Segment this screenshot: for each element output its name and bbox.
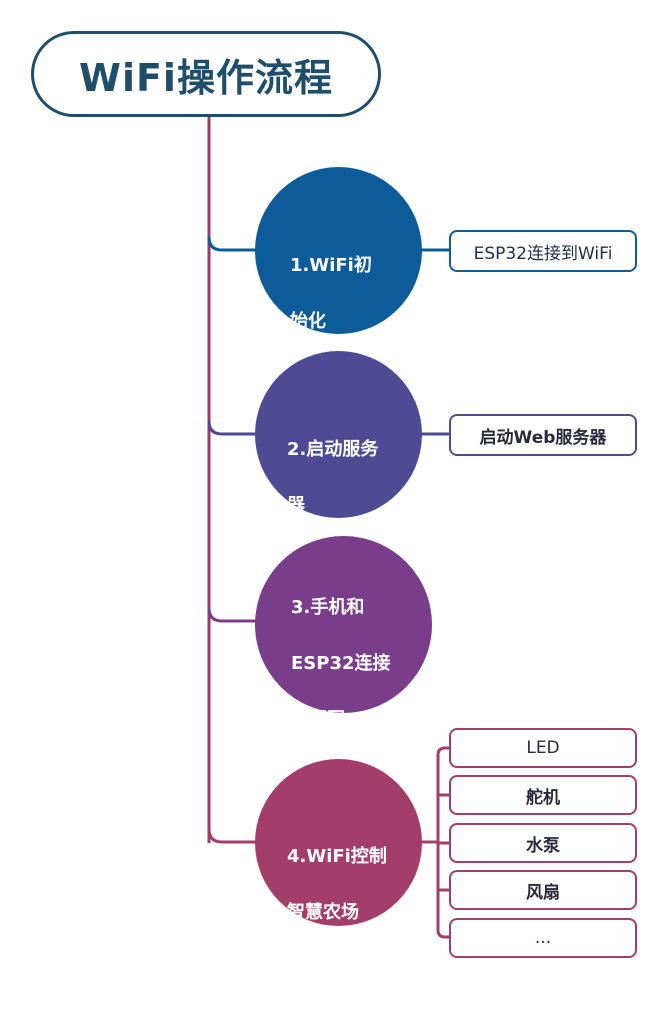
step4-node xyxy=(255,759,422,926)
branch-step4 xyxy=(207,828,258,844)
step2-label-line1: 2.启动服务 xyxy=(287,439,379,460)
step3-label-line3: 到相同 xyxy=(291,709,345,730)
branch-step2 xyxy=(207,420,258,436)
step3-label-line1: 3.手机和 xyxy=(291,597,365,618)
step3-label-line2: ESP32连接 xyxy=(291,653,391,674)
diagram-title: WiFi操作流程 xyxy=(79,55,333,100)
title-node: WiFi操作流程 xyxy=(31,31,381,117)
step4-child-pump: 水泵 xyxy=(449,823,637,863)
branch-step1 xyxy=(207,236,258,252)
branch-step3 xyxy=(207,607,258,623)
step2-child-start-web-server: 启动Web服务器 xyxy=(449,414,637,456)
step4-child-fan: 风扇 xyxy=(449,870,637,910)
step4-child-led: LED xyxy=(449,728,637,768)
step4-label: 4.WiFi控制 智慧农场 xyxy=(287,815,387,955)
step4-child-more: ... xyxy=(449,918,637,958)
step1-label-line1: 1.WiFi初 xyxy=(290,255,372,276)
step4-label-line1: 4.WiFi控制 xyxy=(287,846,387,867)
step1-label-line2: 始化 xyxy=(290,311,326,332)
step2-label: 2.启动服务 器 xyxy=(287,408,378,548)
step2-node xyxy=(255,351,422,518)
step1-label: 1.WiFi初 始化 xyxy=(290,224,372,364)
step1-child-esp32-connect: ESP32连接到WiFi xyxy=(449,230,637,272)
step2-label-line2: 器 xyxy=(287,495,305,516)
step3-node xyxy=(255,536,432,713)
step4-label-line2: 智慧农场 xyxy=(287,902,359,923)
step1-node xyxy=(255,167,422,334)
step4-child-servo: 舵机 xyxy=(449,775,637,815)
